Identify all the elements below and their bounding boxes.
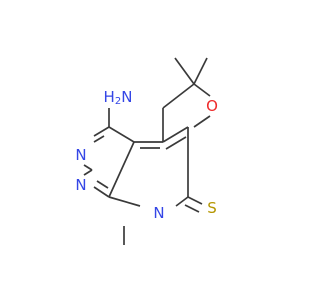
bond-c4-n3-double [93,135,105,143]
bond-c9-methyl-b [193,57,208,85]
amino-group-label: H2N [104,88,133,107]
bond-c4-c4a [108,126,135,143]
bond-c4-n3 [93,126,110,137]
bond-o-c7 [193,115,211,128]
bond-n1-c8a-double [96,180,109,189]
bond-c6-s [187,196,203,205]
bond-c9-methyl-a [174,57,195,85]
bond-n3-c2 [83,164,93,171]
pyran-oxygen: O [206,97,218,115]
bond-c9-o [193,83,211,97]
bond-c6-nmethyl [175,196,189,207]
amino-n-symbol: N [121,88,132,106]
atom-label-layer: H2N N N N O S [75,88,218,222]
bond-nmethyl-c8a [108,196,141,207]
bond-layer [83,57,211,245]
bond-c10b-c6a-inner [165,136,187,150]
ring-nitrogen-left: N [75,146,86,164]
ring-nitrogen-lower: N [75,176,86,194]
amino-h-count: 2 [115,96,121,107]
bond-n1-c8a [93,186,110,198]
molecule-structure-diagram: H2N N N N O S [75,57,218,245]
bond-c2-n1 [83,169,93,176]
amino-h-symbol: H [104,88,115,106]
bond-c10-c9 [162,83,195,109]
bond-c10b-c6a [162,126,189,143]
bond-c8a-c4a [108,141,135,198]
bond-c6-s-double [184,204,200,213]
ring-nitrogen-methyl: N [153,204,164,222]
thione-sulfur: S [207,199,217,217]
